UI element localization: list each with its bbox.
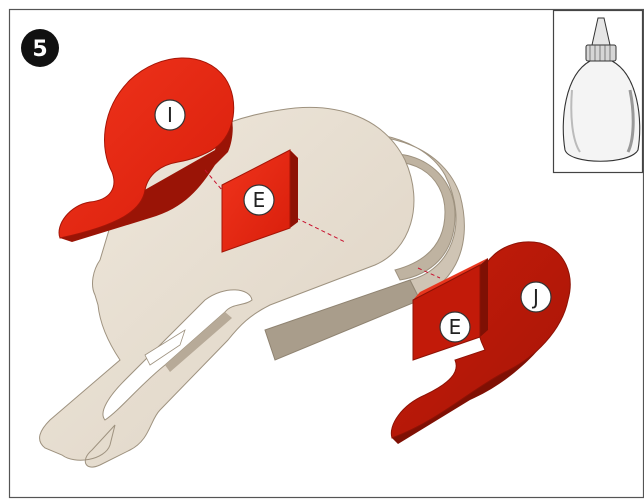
step-badge: 5 [21, 29, 59, 67]
part-e-bottom-label: E [449, 315, 462, 339]
part-i-label: I [167, 103, 173, 127]
part-e-top-label: E [253, 188, 266, 212]
part-j-label: J [531, 285, 539, 309]
glue-inset [554, 11, 643, 173]
step-number: 5 [32, 37, 47, 62]
